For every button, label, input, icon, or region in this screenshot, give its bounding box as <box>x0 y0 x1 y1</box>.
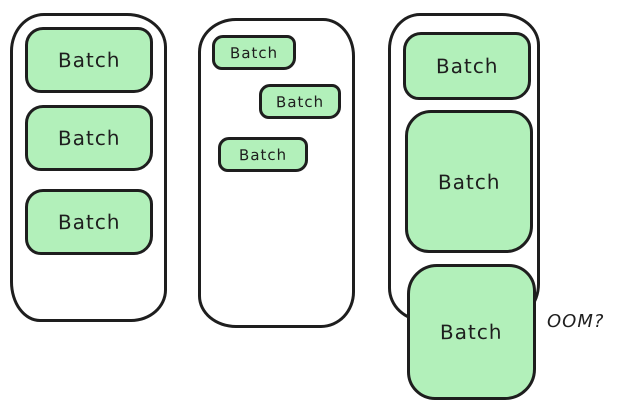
batch-box: Batch <box>25 189 153 255</box>
memory-container-1: Batch Batch Batch <box>10 13 167 322</box>
oom-annotation: OOM? <box>547 311 605 332</box>
batch-label: Batch <box>57 47 121 73</box>
batch-label: Batch <box>440 319 503 345</box>
batch-box: Batch <box>25 105 153 171</box>
batch-box: Batch <box>403 32 531 100</box>
batch-box-overflowing: Batch <box>407 264 536 400</box>
memory-container-2: Batch Batch Batch <box>198 18 355 328</box>
batch-box: Batch <box>25 27 153 93</box>
batch-label: Batch <box>275 92 325 111</box>
batch-box: Batch <box>259 84 341 119</box>
batch-label: Batch <box>57 125 121 151</box>
batch-box: Batch <box>218 137 308 172</box>
batch-label: Batch <box>435 53 499 79</box>
batch-label: Batch <box>238 145 288 164</box>
batch-box: Batch <box>405 110 533 253</box>
batch-box: Batch <box>212 35 296 70</box>
memory-container-3: Batch Batch Batch <box>388 13 540 400</box>
batch-label: Batch <box>229 43 279 62</box>
batch-label: Batch <box>57 209 121 235</box>
batch-label: Batch <box>437 169 501 194</box>
